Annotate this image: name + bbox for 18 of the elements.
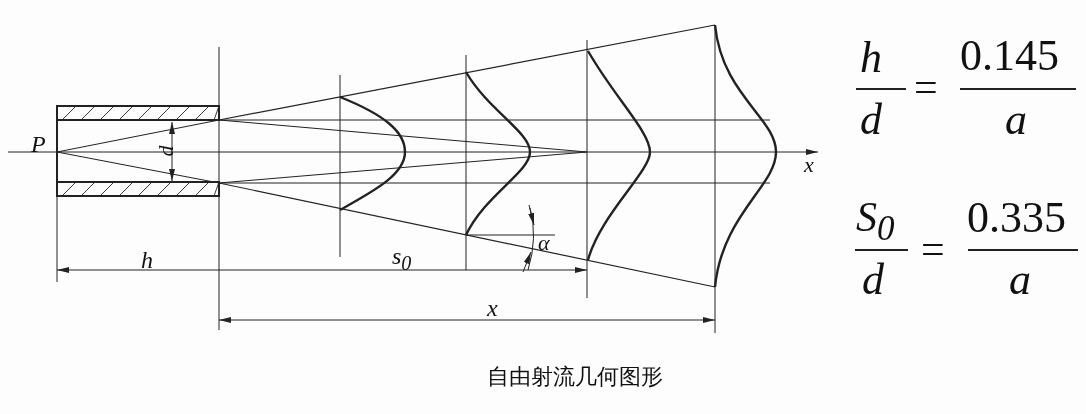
dimension-label: x [487, 296, 498, 320]
formula-term: 0.335 [967, 196, 1066, 240]
dimension-label: d [154, 145, 177, 157]
dimension-label: h [141, 248, 153, 272]
angle-label: α [538, 232, 550, 254]
formula-term: a [1009, 258, 1031, 302]
formula-term: a [1005, 98, 1027, 142]
formula-term: d [862, 258, 884, 302]
dimension-label: s$_{0}$ [392, 244, 412, 273]
formula-term: S$_{0}$ [856, 196, 895, 247]
axis-label: x [804, 154, 814, 176]
formula-term: = [914, 66, 938, 108]
caption: 自由射流几何图形 [486, 363, 664, 391]
point-label: P [31, 132, 46, 156]
formula-term: d [860, 98, 882, 142]
formula-term: h [860, 36, 882, 80]
formula-term: 0.145 [960, 34, 1059, 78]
formula-term: = [921, 228, 945, 270]
